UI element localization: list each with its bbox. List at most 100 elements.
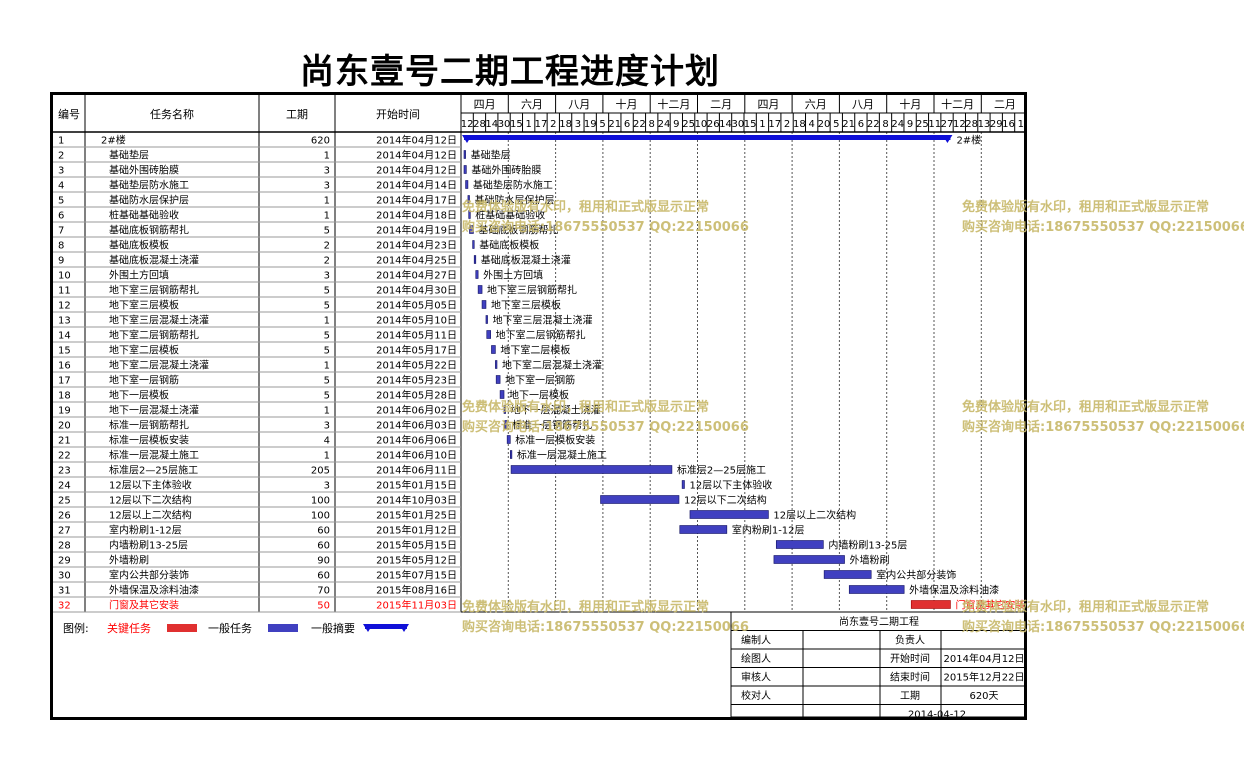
task-start: 2014年06月11日 [376,464,457,477]
task-bar [506,435,511,444]
task-id: 19 [58,406,71,417]
task-bar [499,390,505,399]
timescale-month-label: 六月 [805,98,827,111]
task-start: 2014年06月10日 [376,449,457,462]
task-duration: 3 [324,481,330,492]
bar-label: 地下室三层钢筋帮扎 [487,284,577,297]
bar-label: 基础外围砖胎膜 [471,164,541,177]
bar-label: 地下室二层模板 [500,344,570,357]
task-start: 2014年04月23日 [376,239,457,252]
info-block [730,611,1024,717]
task-duration: 1 [324,451,330,462]
task-id: 32 [58,601,71,612]
task-name: 基础底板钢筋帮扎 [109,224,189,237]
task-name: 12层以下主体验收 [109,479,192,492]
bar-label: 基础底板模板 [479,239,539,252]
bar-label: 基础底板混凝土浇灌 [481,254,571,267]
task-name: 地下室二层模板 [109,344,179,357]
task-duration: 50 [317,601,330,612]
legend-summary-cap [399,624,409,632]
task-id: 7 [58,226,64,237]
timescale-day-label: 14 [719,119,732,130]
task-start: 2015年01月15日 [376,479,457,492]
timescale-day-label: 16 [1002,119,1015,130]
task-bar [848,585,905,594]
bar-label: 地下一层模板 [509,389,569,402]
task-duration: 5 [324,331,330,342]
timescale-day-label: 30 [498,119,511,130]
task-bar [465,180,469,189]
task-duration: 5 [324,286,330,297]
timescale-day-label: 22 [633,119,646,130]
task-name: 12层以下二次结构 [109,494,192,507]
task-start: 2015年01月12日 [376,524,457,537]
bar-label: 内墙粉刷13-25层 [828,539,907,552]
task-name: 地下室一层钢筋 [109,374,179,387]
task-bar [504,420,508,429]
task-name: 地下室三层混凝土浇灌 [109,314,209,327]
task-bar [600,495,680,504]
timescale-month-label: 十月 [616,97,638,111]
timescale-day-label: 1 [1018,119,1024,130]
bar-label: 基础防水层保护层 [475,194,555,207]
timescale-month-label: 六月 [521,98,543,111]
timescale-day-label: 1 [759,119,765,130]
task-id: 11 [58,286,71,297]
bar-label: 室内公共部分装饰 [876,569,956,582]
task-duration: 1 [324,406,330,417]
summary-bar [464,135,951,140]
task-name: 地下一层模板 [109,389,169,402]
bar-label: 标准一层混凝土施工 [517,449,607,462]
task-bar [485,315,488,324]
bar-label: 地下室三层混凝土浇灌 [493,314,593,327]
timescale-month-label: 八月 [568,98,590,111]
timescale-day-label: 24 [658,119,671,130]
task-name: 外墙保温及涂料油漆 [109,584,199,597]
task-start: 2014年06月02日 [376,404,457,417]
timescale-day-label: 3 [575,119,581,130]
bar-label: 12层以下主体验收 [689,479,772,492]
task-duration: 60 [317,541,330,552]
task-start: 2014年04月12日 [376,134,457,147]
info-label: 工期 [900,690,920,702]
info-label: 校对人 [741,689,771,702]
task-name: 标准一层钢筋帮扎 [109,419,189,432]
task-name: 12层以上二次结构 [109,509,192,522]
task-duration: 60 [317,571,330,582]
task-bar [491,345,496,354]
timescale-day-label: 25 [682,119,695,130]
timescale-month-label: 十月 [899,97,921,111]
task-duration: 1 [324,316,330,327]
task-id: 25 [58,496,71,507]
task-name: 地下一层混凝土浇灌 [109,404,199,417]
col-header-id: 编号 [58,107,80,121]
task-name: 基础垫层 [109,149,149,162]
timescale-day-label: 5 [833,119,839,130]
timescale-day-label: 12 [953,119,966,130]
task-id: 24 [58,481,71,492]
task-id: 28 [58,541,71,552]
bar-label: 基础底板钢筋帮扎 [478,224,558,237]
legend-label: 图例: [63,621,89,635]
task-duration: 5 [324,391,330,402]
bar-label: 地下室三层模板 [491,299,561,312]
timescale-day-label: 15 [510,119,523,130]
task-start: 2014年05月05日 [376,299,457,312]
timescale-day-label: 15 [744,119,757,130]
task-start: 2014年04月25日 [376,254,457,267]
task-name: 基础底板混凝土浇灌 [109,254,199,267]
timescale-month-label: 八月 [852,98,874,111]
task-name: 内墙粉刷13-25层 [109,539,188,552]
timescale-day-label: 10 [695,119,708,130]
task-bar [510,465,673,474]
timescale-month-label: 十二月 [941,97,974,111]
timescale-day-label: 25 [916,119,929,130]
info-label: 绘图人 [741,652,771,665]
task-id: 5 [58,196,64,207]
task-name: 基础外围砖胎膜 [109,164,179,177]
bar-label: 地下一层混凝土浇灌 [511,404,601,417]
task-id: 4 [58,181,64,192]
task-duration: 5 [324,301,330,312]
timescale-day-label: 19 [584,119,597,130]
timescale-day-label: 28 [965,119,978,130]
